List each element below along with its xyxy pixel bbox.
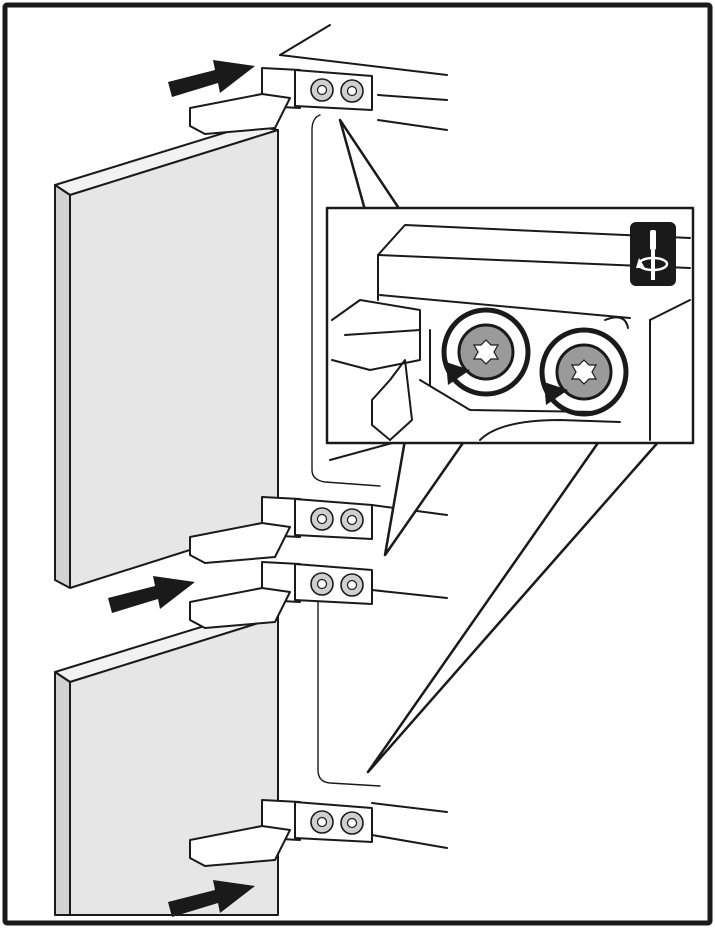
push-arrow-icon [108,576,195,613]
screw-socket [316,816,328,828]
screw-socket [346,817,358,829]
rotation-arrowhead [544,382,568,405]
screw-socket [346,579,358,591]
push-arrow-icon [168,880,255,917]
detail-screw-left [441,307,531,397]
screw-socket [316,84,328,96]
hinge-arm [189,93,291,135]
screw-socket [346,85,358,97]
hinge-bottom [189,799,373,867]
screwdriver-rotate-icon [630,222,676,286]
upper-door-panel-edge [54,184,71,589]
hinge-top [189,67,373,135]
hinge-arm [189,825,291,867]
torx-socket [570,359,598,385]
rotation-arrow-icon [539,327,629,417]
upper-door-panel [54,124,279,589]
upper-door-panel-face [69,129,279,589]
rotation-arrowhead [446,362,470,385]
hinge-middle-upper [189,496,373,564]
screw-socket [316,578,328,590]
detail-screw-right [539,327,629,417]
push-arrow-icon [168,60,255,97]
screw-socket [346,514,358,526]
hinge-arm [189,522,291,564]
hinge-groups [189,67,373,867]
push-arrows [108,60,255,917]
hinge-middle-lower [189,561,373,629]
torx-socket [472,339,500,365]
hinge-arm [189,587,291,629]
detail-callout [325,118,695,774]
screw-socket [316,513,328,525]
rotation-arrow-icon [441,307,531,397]
lower-door-panel-edge [54,671,71,916]
